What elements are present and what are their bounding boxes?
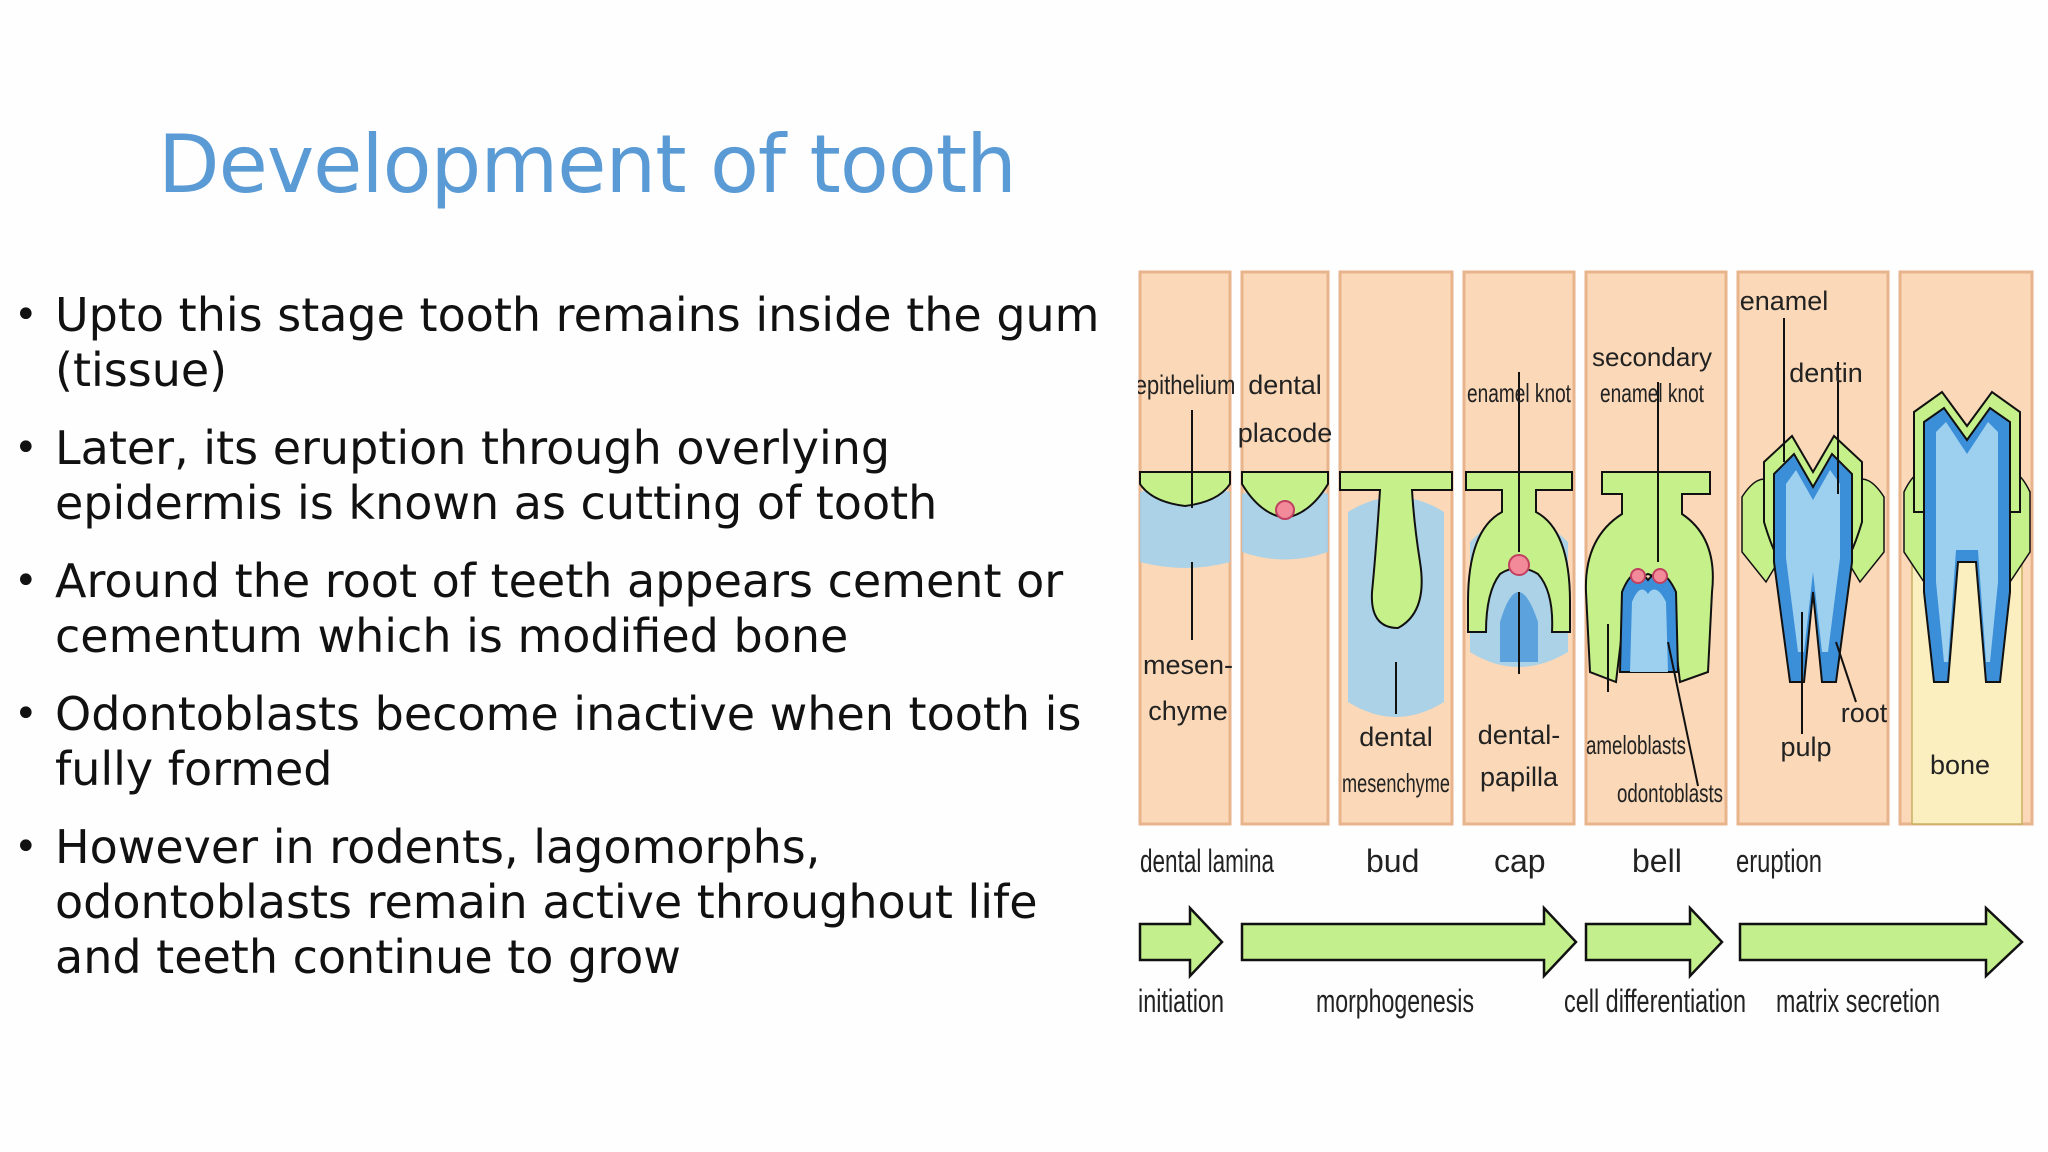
bullet-item: • Upto this stage tooth remains inside t… xyxy=(14,288,1114,398)
bullet-marker: • xyxy=(14,292,38,338)
bullet-marker: • xyxy=(14,558,38,604)
bullet-text: However in rodents, lagomorphs, odontobl… xyxy=(55,820,1038,984)
arrow-morphogenesis xyxy=(1240,904,1578,980)
label-dentin: dentin xyxy=(1789,358,1863,388)
bullet-text: Later, its eruption through overlying ep… xyxy=(55,421,938,530)
bullet-text: Upto this stage tooth remains inside the… xyxy=(55,288,1100,397)
enamel-knot-dot xyxy=(1652,568,1668,584)
label-secondary: secondary xyxy=(1592,342,1712,372)
odontoblast-layer xyxy=(1630,589,1668,672)
arrow-matrix-secretion xyxy=(1738,905,2024,979)
enamel-knot-dot xyxy=(1508,554,1530,576)
bullet-marker: • xyxy=(14,691,38,737)
stage-cap: cap xyxy=(1494,843,1546,879)
bullet-marker: • xyxy=(14,425,38,471)
label-mesen: mesen- xyxy=(1143,650,1233,680)
label-root: root xyxy=(1841,698,1888,728)
process-arrows xyxy=(1138,904,2024,980)
bullet-item: • Later, its eruption through overlying … xyxy=(14,421,1114,531)
label-enamel: enamel xyxy=(1740,286,1829,316)
stage-bud: bud xyxy=(1366,843,1419,879)
process-morphogenesis: morphogenesis xyxy=(1316,983,1474,1019)
leader-line xyxy=(1835,641,1857,703)
pulp-shape xyxy=(1936,422,1998,662)
eruption-drawing xyxy=(1741,318,1885,734)
initiation-drawing xyxy=(1139,410,1231,640)
leader-line xyxy=(1667,641,1699,787)
bullet-marker: • xyxy=(14,824,38,870)
bone-drawing xyxy=(1903,390,2031,825)
bullet-text: Odontoblasts become inactive when tooth … xyxy=(55,687,1082,796)
bullet-item: • Odontoblasts become inactive when toot… xyxy=(14,687,1114,797)
process-initiation: initiation xyxy=(1138,983,1224,1019)
label-chyme: chyme xyxy=(1148,696,1228,726)
epithelium-band xyxy=(1139,471,1231,508)
stage-eruption: eruption xyxy=(1736,843,1822,879)
bell-drawing xyxy=(1584,382,1714,787)
arrow-cell-differentiation xyxy=(1584,904,1724,980)
label-epithelium: epithelium xyxy=(1138,371,1235,401)
bullet-item: • However in rodents, lagomorphs, odonto… xyxy=(14,820,1114,985)
label-pulp: pulp xyxy=(1780,732,1831,762)
stage-bell: bell xyxy=(1632,843,1682,879)
bullet-item: • Around the root of teeth appears cemen… xyxy=(14,554,1114,664)
panel-labels: epithelium dental placode mesen- chyme d… xyxy=(1138,286,1990,808)
process-cell-differentiation: cell differentiation xyxy=(1564,983,1746,1019)
epithelium-band xyxy=(1339,471,1453,630)
tooth-development-diagram: epithelium dental placode mesen- chyme d… xyxy=(1138,262,2034,1042)
pulp-shape xyxy=(1786,470,1840,652)
label-dental-mesenchyme-2: mesenchyme xyxy=(1342,768,1450,798)
mesenchyme-shape xyxy=(1140,484,1230,568)
slide-title: Development of tooth xyxy=(158,118,1017,211)
placode-dot xyxy=(1275,500,1295,520)
process-labels: initiation morphogenesis cell differenti… xyxy=(1138,983,1940,1019)
placode-drawing xyxy=(1241,471,1329,560)
label-dental-papilla-2: papilla xyxy=(1480,762,1559,792)
label-enamel-knot: enamel knot xyxy=(1467,378,1572,408)
diagram-svg: epithelium dental placode mesen- chyme d… xyxy=(1138,270,2034,1019)
enamel-knot-dot xyxy=(1630,568,1646,584)
label-odontoblasts: odontoblasts xyxy=(1617,778,1723,808)
process-matrix-secretion: matrix secretion xyxy=(1776,983,1940,1019)
bud-drawing xyxy=(1339,471,1453,717)
label-enamel-knot-2: enamel knot xyxy=(1600,378,1705,408)
label-dental-papilla-1: dental- xyxy=(1478,720,1561,750)
arrow-initiation xyxy=(1138,904,1224,980)
label-ameloblasts: ameloblasts xyxy=(1586,730,1686,760)
label-placode: placode xyxy=(1238,418,1333,448)
label-bone: bone xyxy=(1930,750,1990,780)
stage-dental-lamina: dental lamina xyxy=(1140,843,1274,879)
cap-drawing xyxy=(1465,372,1573,674)
label-dental-mesenchyme-1: dental xyxy=(1359,722,1433,752)
label-dental: dental xyxy=(1248,370,1322,400)
stage-labels: dental lamina bud cap bell eruption xyxy=(1140,843,1822,879)
bullet-list: • Upto this stage tooth remains inside t… xyxy=(14,288,1114,1008)
bullet-text: Around the root of teeth appears cement … xyxy=(55,554,1064,663)
